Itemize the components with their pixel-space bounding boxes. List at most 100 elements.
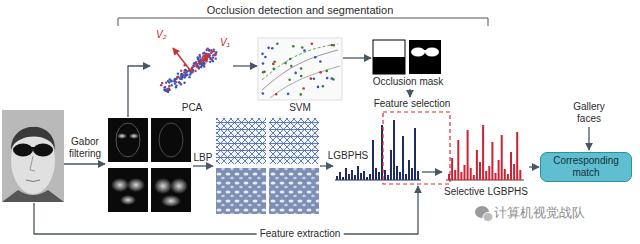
- sample-dot: [313, 77, 316, 80]
- gabor-images: [127, 178, 145, 192]
- sample-dot: [284, 62, 287, 65]
- histogram-bar: [357, 166, 359, 180]
- scatter-dot: [202, 63, 204, 65]
- panel-caption: PCA: [182, 102, 203, 114]
- flow-arrows: [128, 66, 150, 117]
- scatter-dot: [195, 61, 197, 63]
- histogram-bar: [342, 177, 344, 180]
- vector-label: V₁: [220, 37, 230, 49]
- histogram-bar: [417, 171, 419, 180]
- face-photo: [2, 110, 64, 202]
- occlusion-mask-images: [373, 57, 405, 74]
- step-label: Feature selection: [374, 98, 451, 110]
- scatter-dot: [167, 90, 169, 92]
- pca-scatter: [152, 28, 232, 100]
- flow-arrows: [320, 165, 333, 166]
- scatter-dot: [193, 62, 195, 64]
- face-photo: [2, 190, 64, 202]
- occlusion-mask-images: [425, 48, 439, 57]
- sample-dot: [300, 67, 303, 70]
- scatter-dot: [175, 85, 177, 87]
- bracket-label: Occlusion detection and segmentation: [207, 3, 394, 17]
- histogram-bar: [519, 170, 521, 180]
- scatter-dot: [212, 56, 214, 58]
- sample-dot: [289, 58, 292, 61]
- principal-vector: [190, 54, 210, 70]
- face-photo: [30, 156, 35, 171]
- sample-dot: [303, 49, 306, 52]
- flow-arrows: [64, 163, 105, 164]
- scatter-dot: [197, 58, 199, 60]
- scatter-dot: [183, 82, 185, 84]
- sample-dot: [264, 56, 267, 59]
- gabor-images: [129, 133, 139, 139]
- sample-dot: [302, 87, 305, 90]
- sample-dot: [322, 85, 325, 88]
- sample-dot: [272, 68, 275, 71]
- sample-dot: [262, 71, 265, 74]
- scatter-dot: [215, 53, 217, 55]
- scatter-dot: [184, 75, 186, 77]
- histogram-bar: [354, 175, 356, 180]
- histogram-bar: [399, 172, 401, 180]
- histogram-bar: [485, 171, 487, 180]
- occlusion-mask-images: [411, 48, 425, 57]
- scatter-dot: [205, 60, 207, 62]
- histogram-bar: [402, 136, 404, 180]
- lbp-images: [216, 168, 266, 214]
- histogram-bar: [363, 171, 365, 180]
- histogram-bar: [451, 158, 453, 180]
- step-label: Gabor filtering: [65, 136, 105, 160]
- scatter-dot: [200, 66, 202, 68]
- pca-scatter: [152, 28, 232, 100]
- scatter-dot: [209, 61, 211, 63]
- scatter-dot: [180, 73, 182, 75]
- sample-dot: [294, 72, 297, 75]
- gabor-images: [154, 178, 172, 194]
- watermark: 计算机视觉战队: [494, 205, 585, 221]
- histogram-bar: [351, 170, 353, 180]
- flow-arrows: [422, 171, 442, 172]
- histogram-bar: [516, 132, 518, 180]
- scatter-dot: [185, 71, 187, 73]
- histogram-bar: [414, 128, 416, 180]
- vector-label: V₂: [156, 29, 166, 41]
- histogram-bar: [513, 164, 515, 180]
- lbp-images: [269, 118, 319, 164]
- scatter-dot: [176, 76, 178, 78]
- scatter-dot: [180, 69, 182, 71]
- wechat-icon: [475, 206, 493, 222]
- sample-dot: [310, 77, 313, 80]
- histogram-bar: [476, 150, 478, 180]
- lbp-images: [269, 168, 319, 214]
- sample-dot: [314, 56, 317, 59]
- svm-panel: SVM: [258, 38, 342, 114]
- face-photo: [33, 144, 53, 157]
- sample-dot: [261, 53, 264, 56]
- gabor-images: [120, 195, 136, 205]
- panel-caption: Selective LGBPHS: [444, 186, 528, 198]
- occlusion-mask-images: [423, 50, 427, 52]
- gabor-images: [116, 123, 140, 157]
- histogram-bar: [467, 130, 469, 180]
- histogram-bar: [482, 125, 484, 180]
- histogram-bar: [454, 170, 456, 180]
- lbp-images: [216, 118, 319, 214]
- histogram-bar: [457, 140, 459, 180]
- gabor-images: [117, 133, 127, 139]
- scatter-dot: [180, 73, 182, 75]
- gabor-images: [170, 178, 188, 194]
- histogram-bar: [336, 176, 338, 180]
- scatter-dot: [184, 69, 186, 71]
- scatter-dot: [198, 67, 200, 69]
- histogram-bar: [369, 174, 371, 180]
- gabor-images: [108, 118, 191, 212]
- histogram-bar: [473, 175, 475, 180]
- sample-dot: [290, 65, 293, 68]
- scatter-dot: [199, 55, 201, 57]
- histogram-bar: [387, 175, 389, 180]
- box-text: Corresponding match: [545, 155, 627, 179]
- svm-plot: [258, 38, 342, 100]
- feature-selection-box: [383, 112, 450, 184]
